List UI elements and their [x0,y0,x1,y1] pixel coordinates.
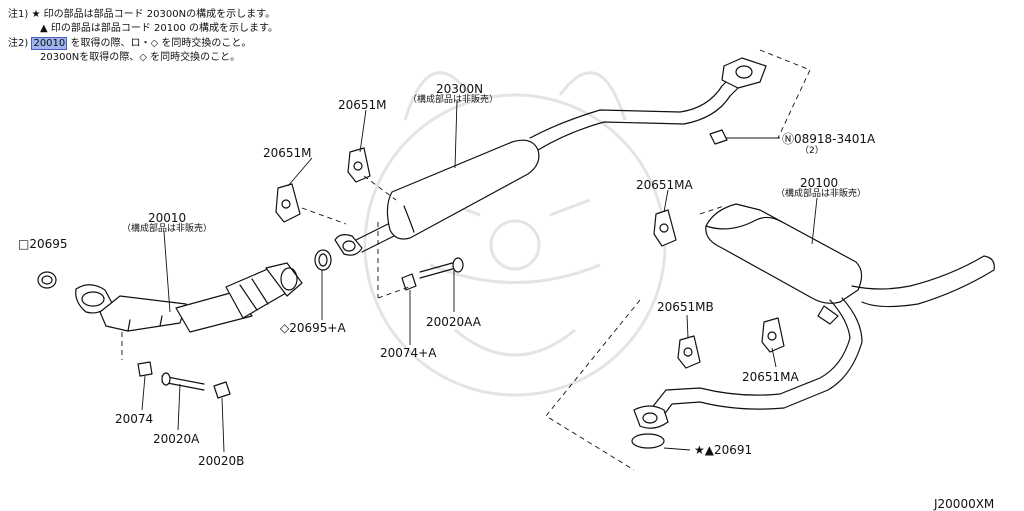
note-line-2: ▲ 印の部品は部品コード 20100 の構成を示します。 [40,23,279,34]
label-20651ma-bottom[interactable]: 20651MA [742,370,799,384]
note-2-prefix: 注2) [8,38,29,49]
label-20020b[interactable]: 20020B [198,454,245,468]
label-20300n[interactable]: 20300N [436,82,484,96]
diagram-id: J20000XM [934,497,995,511]
small-parts [37,249,464,399]
label-20691[interactable]: ★▲20691 [694,443,753,457]
label-20020a[interactable]: 20020A [153,432,200,446]
label-20300n-note: （構成部品は非販売） [408,95,499,105]
note-line-1: 注1) ★ 印の部品は部品コード 20300Nの構成を示します。 [8,8,275,21]
highlighted-part-code[interactable]: 20010 [31,37,68,50]
note-1-text: ★ 印の部品は部品コード 20300Nの構成を示します。 [31,9,276,20]
label-20074-a[interactable]: 20074+A [380,346,437,360]
note-line-3: 注2) 20010 を取得の際、ロ・◇ を同時交換のこと。 [8,37,251,50]
label-20020aa[interactable]: 20020AA [426,315,481,329]
label-20651m-upper[interactable]: 20651M [338,98,387,112]
label-08918-3401a[interactable]: Ⓝ08918-3401A [782,132,876,146]
label-20651mb[interactable]: 20651MB [657,300,714,314]
label-20010[interactable]: 20010 [148,211,187,225]
dashed-guides [121,49,811,471]
label-20651ma-top[interactable]: 20651MA [636,178,693,192]
label-20010-note: （構成部品は非販売） [122,224,213,234]
leader-lines [141,99,818,453]
center-muffler-assembly [334,57,767,256]
label-20695-front[interactable]: □20695 [18,237,68,251]
label-20651m-left[interactable]: 20651M [263,146,312,160]
note-1-prefix: 注1) [8,9,29,20]
note-line-4: 20300Nを取得の際、◇ を同時交換のこと。 [40,52,241,63]
note-3-text: を取得の際、ロ・◇ を同時交換のこと。 [70,38,252,49]
front-tube-assembly [75,262,303,333]
label-20100-note: （構成部品は非販売） [776,189,867,199]
label-20100[interactable]: 20100 [800,176,839,190]
label-08918-qty: （2） [800,146,824,156]
label-20074[interactable]: 20074 [115,412,154,426]
rubber-mounts [275,147,785,369]
label-20695-center[interactable]: ◇20695+A [280,321,346,335]
main-muffler-assembly [631,203,995,449]
